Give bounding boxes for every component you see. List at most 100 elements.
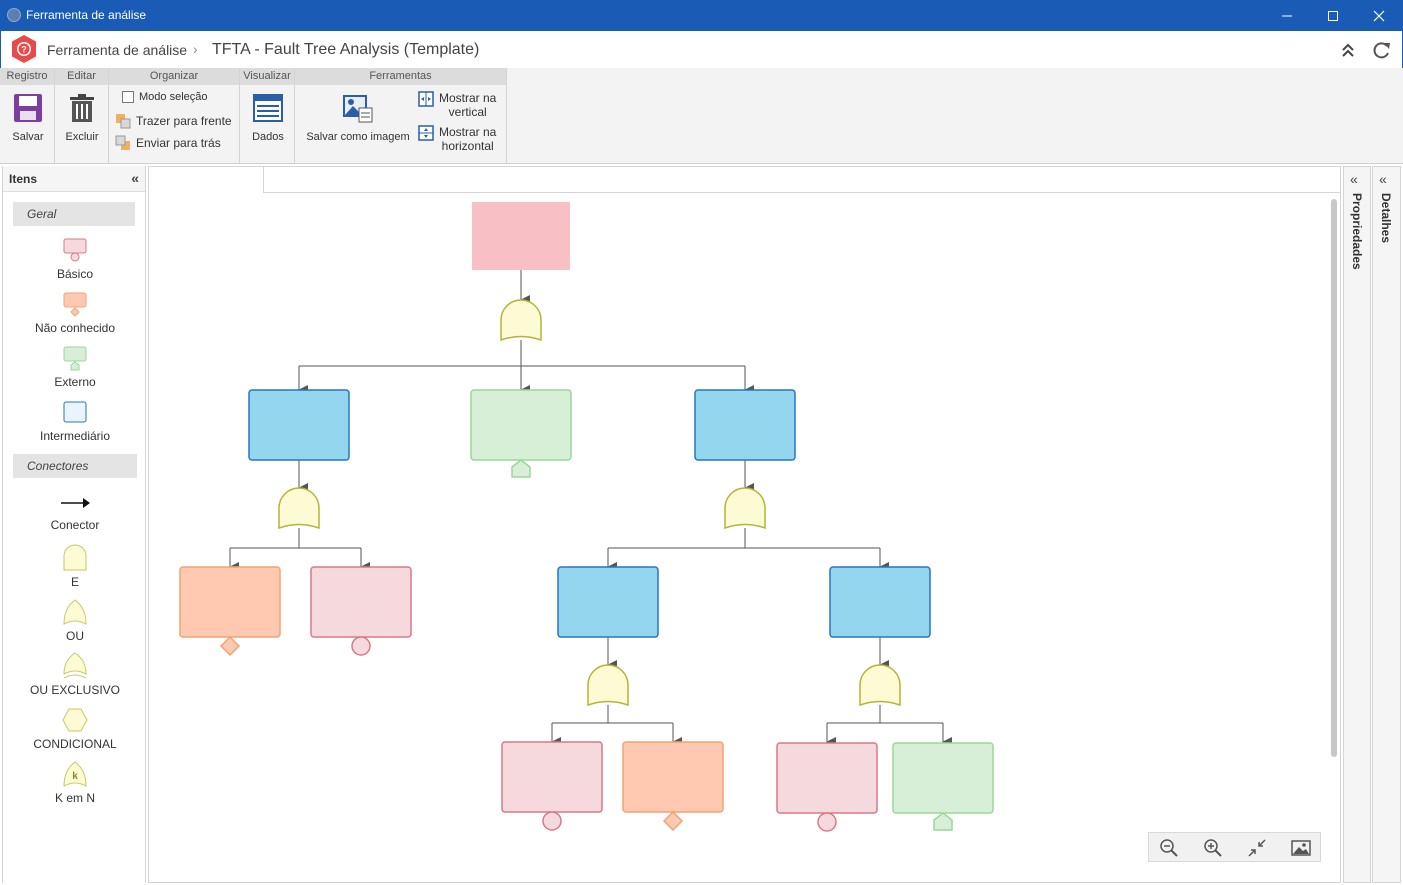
palette-item-condicional[interactable]: CONDICIONAL xyxy=(3,706,147,751)
fit-to-screen-icon[interactable] xyxy=(1247,838,1267,858)
details-panel[interactable]: « Detalhes xyxy=(1372,166,1401,883)
top-event-node[interactable] xyxy=(472,202,570,270)
group-label: Ferramentas xyxy=(295,68,506,85)
palette-label: Conector xyxy=(50,518,100,532)
basic-node-n5[interactable] xyxy=(310,566,412,656)
data-button[interactable]: Dados xyxy=(246,92,290,143)
close-window-button[interactable] xyxy=(1356,0,1402,31)
and-gate-g2[interactable] xyxy=(278,487,320,530)
palette-label: Externo xyxy=(54,375,96,389)
data-label: Dados xyxy=(252,131,284,143)
selection-mode-label: Modo seleção xyxy=(139,91,208,103)
minimize-button[interactable] xyxy=(1264,0,1310,31)
show-horizontal-button[interactable]: Mostrar na horizontal xyxy=(418,125,496,153)
palette-item-e[interactable]: E xyxy=(3,544,147,589)
save-as-image-button[interactable]: Salvar como imagem xyxy=(301,92,415,143)
section-conectores: Conectores xyxy=(13,454,137,478)
ribbon-toolbar: Registro Salvar Editar Excluir Organiza xyxy=(0,68,1403,164)
refresh-icon[interactable] xyxy=(1372,41,1392,59)
save-label: Salvar xyxy=(12,131,44,143)
minimize-icon xyxy=(1282,15,1292,16)
send-to-back-button[interactable]: Enviar para trás xyxy=(115,135,221,151)
export-image-icon[interactable] xyxy=(1291,838,1311,858)
palette-item-basico[interactable]: Básico xyxy=(3,236,147,281)
palette-item-nao-conhecido[interactable]: Não conhecido xyxy=(3,290,147,335)
collapse-left-icon[interactable]: « xyxy=(131,170,139,186)
show-vertical-button[interactable]: Mostrar na vertical xyxy=(418,91,496,119)
palette-item-externo[interactable]: Externo xyxy=(3,344,147,389)
window-titlebar: Ferramenta de análise xyxy=(0,0,1403,31)
and-gate-g3[interactable] xyxy=(724,487,766,530)
palette-item-conector[interactable]: Conector xyxy=(3,491,147,532)
save-button[interactable]: Salvar xyxy=(6,92,50,143)
selection-mode-checkbox[interactable]: Modo seleção xyxy=(122,91,208,103)
breadcrumb-root[interactable]: Ferramenta de análise xyxy=(47,42,188,58)
show-horizontal-label-2: horizontal xyxy=(441,139,494,153)
basic-node-n10[interactable] xyxy=(776,742,878,832)
ribbon-group-visualizar: Visualizar Dados xyxy=(240,68,295,163)
palette-item-ou-exclusivo[interactable]: OU EXCLUSIVO xyxy=(3,652,147,697)
zoom-out-icon[interactable] xyxy=(1159,838,1179,858)
expand-details-icon[interactable]: « xyxy=(1379,171,1387,187)
canvas-tab-strip xyxy=(149,167,1340,193)
unknown-event-icon xyxy=(63,292,87,317)
maximize-icon xyxy=(1328,10,1338,21)
fault-tree-diagram[interactable] xyxy=(149,193,1339,883)
collapse-header-icon[interactable] xyxy=(1338,41,1358,59)
connector-lines xyxy=(229,270,952,747)
delete-label: Excluir xyxy=(65,131,99,143)
send-to-back-label: Enviar para trás xyxy=(136,136,221,150)
zoom-in-icon[interactable] xyxy=(1203,838,1223,858)
bring-front-icon xyxy=(116,114,131,129)
checkbox-icon xyxy=(122,91,134,103)
intermediate-node-n6[interactable] xyxy=(557,566,659,638)
palette-label: Intermediário xyxy=(39,429,111,443)
unknown-node-n4[interactable] xyxy=(179,566,281,657)
palette-item-intermediario[interactable]: Intermediário xyxy=(3,398,147,443)
palette-label: OU xyxy=(66,629,84,643)
save-image-icon xyxy=(343,95,373,123)
vertical-layout-icon xyxy=(418,91,434,107)
delete-button[interactable]: Excluir xyxy=(61,92,103,143)
canvas-tab[interactable] xyxy=(149,167,264,193)
app-icon xyxy=(7,8,21,22)
unknown-node-n9[interactable] xyxy=(622,741,724,832)
items-panel-title: Itens xyxy=(9,172,38,186)
palette-label: Básico xyxy=(56,267,94,281)
external-node-n2[interactable] xyxy=(470,389,572,478)
external-node-n11[interactable] xyxy=(892,742,994,831)
palette-item-ou[interactable]: OU xyxy=(3,598,147,643)
vertical-scrollbar[interactable] xyxy=(1331,199,1337,757)
expand-properties-icon[interactable]: « xyxy=(1350,171,1358,187)
trash-icon xyxy=(70,94,94,122)
maximize-button[interactable] xyxy=(1310,0,1356,31)
properties-panel[interactable]: « Propriedades xyxy=(1343,166,1371,883)
ribbon-group-editar: Editar Excluir xyxy=(55,68,109,163)
save-as-image-label: Salvar como imagem xyxy=(306,131,410,143)
and-gate-g1[interactable] xyxy=(500,299,542,342)
properties-panel-label: Propriedades xyxy=(1350,193,1364,270)
group-label: Registro xyxy=(0,68,54,85)
horizontal-layout-icon xyxy=(418,125,434,141)
and-gate-g4[interactable] xyxy=(587,664,629,707)
intermediate-node-n7[interactable] xyxy=(829,566,931,638)
send-back-icon xyxy=(115,135,130,150)
palette-label: Não conhecido xyxy=(34,321,116,335)
items-panel-header: Itens « xyxy=(3,166,145,192)
save-icon xyxy=(14,94,42,122)
window-title: Ferramenta de análise xyxy=(26,8,147,22)
zoom-toolbar xyxy=(1148,832,1321,862)
basic-node-n8[interactable] xyxy=(501,741,603,831)
breadcrumb-separator: › xyxy=(193,41,198,57)
intermediate-event-icon xyxy=(63,401,87,423)
intermediate-node-n1[interactable] xyxy=(248,389,350,461)
intermediate-node-n3[interactable] xyxy=(694,389,796,461)
palette-label: OU EXCLUSIVO xyxy=(29,683,121,697)
show-horizontal-label-1: Mostrar na xyxy=(439,125,497,139)
and-gate-icon xyxy=(63,544,87,571)
bring-to-front-button[interactable]: Trazer para frente xyxy=(115,113,232,129)
bring-to-front-label: Trazer para frente xyxy=(136,114,232,128)
and-gate-g5[interactable] xyxy=(859,664,901,707)
basic-event-icon xyxy=(63,238,87,262)
palette-item-k-em-n[interactable]: k K em N xyxy=(3,760,147,805)
